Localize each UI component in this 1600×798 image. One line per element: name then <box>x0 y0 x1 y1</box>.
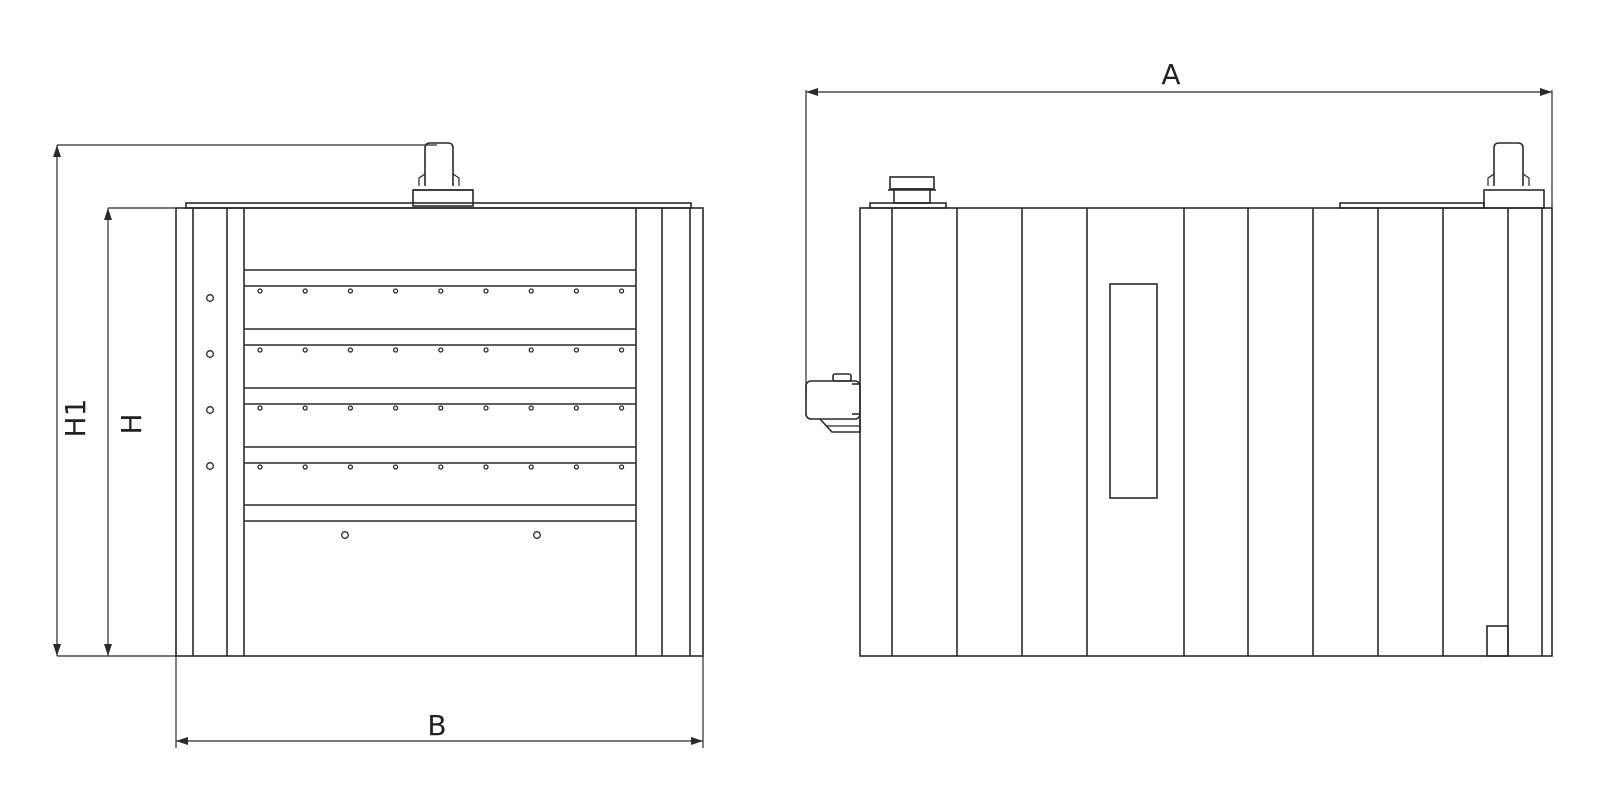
front-chimney <box>412 142 474 207</box>
dimension-label-h: H <box>115 413 148 434</box>
shelf-rivet <box>618 288 625 294</box>
shelf-rivet <box>483 405 489 411</box>
shelf-rivet <box>528 347 534 353</box>
shelf-rivet <box>528 288 534 294</box>
shelf-rivet <box>392 464 399 470</box>
shelf-rivet <box>528 405 534 411</box>
shelf-rivet <box>438 347 444 353</box>
shelf-rivet <box>483 288 489 294</box>
shelf-rivet <box>392 405 399 411</box>
shelf-rivet <box>347 347 354 353</box>
shelf-rivet <box>438 405 444 411</box>
dimension-b: B <box>175 630 704 748</box>
shelf-rivet <box>438 464 444 470</box>
side-view <box>805 142 1553 657</box>
column-holes <box>206 294 214 470</box>
side-top-fitting <box>869 176 947 209</box>
lower-hole-right <box>533 531 541 539</box>
front-shelves <box>244 269 636 522</box>
shelf-rivet <box>257 464 263 470</box>
dimension-h: H <box>104 207 176 656</box>
side-chimney <box>1339 142 1545 209</box>
side-body <box>859 207 1553 657</box>
front-view <box>175 142 704 657</box>
dimension-a: A <box>805 58 1553 400</box>
shelf-rivet <box>483 347 489 353</box>
side-small-box <box>1486 625 1509 657</box>
front-body <box>175 207 704 657</box>
shelf-rivets <box>257 288 625 470</box>
shelf-rivet <box>573 464 580 470</box>
shelf-rivet <box>257 405 263 411</box>
shelf-rivet <box>302 347 308 353</box>
side-motor <box>805 373 861 433</box>
shelf-rivet <box>347 288 354 294</box>
shelf-rivet <box>573 288 580 294</box>
shelf-rivet <box>392 288 399 294</box>
side-window <box>1109 283 1158 499</box>
shelf-rivet <box>302 288 308 294</box>
shelf-rivet <box>392 347 399 353</box>
shelf-rivet <box>302 464 308 470</box>
shelf-rivet <box>528 464 534 470</box>
lower-hole-left <box>341 531 349 539</box>
shelf-rivet <box>438 288 444 294</box>
side-panels <box>891 208 1543 656</box>
shelf-rivet <box>257 288 263 294</box>
shelf-rivet <box>573 405 580 411</box>
shelf-rivet <box>347 405 354 411</box>
shelf-rivet <box>302 405 308 411</box>
shelf-rivet <box>618 464 625 470</box>
shelf-rivet <box>573 347 580 353</box>
shelf-rivet <box>483 464 489 470</box>
shelf-rivet <box>347 464 354 470</box>
dimension-label-a: A <box>1161 58 1180 91</box>
dimension-label-b: B <box>427 709 446 742</box>
dimension-label-h1: H1 <box>59 399 92 438</box>
dimension-h1: H1 <box>53 144 437 656</box>
shelf-rivet <box>618 347 625 353</box>
shelf-rivet <box>618 405 625 411</box>
shelf-rivet <box>257 347 263 353</box>
